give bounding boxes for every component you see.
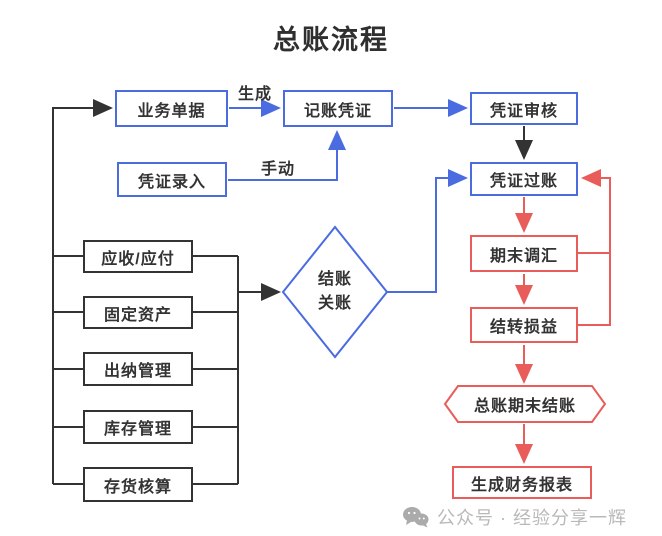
edge-modules-to-business-doc: [52, 99, 113, 484]
node-gl-period-end-label: 总账期末结账: [473, 398, 576, 415]
closing-decision-line2: 关账: [317, 295, 352, 312]
watermark: 公众号 · 经验分享一辉: [402, 504, 627, 530]
node-carryover-pl: 结转损益: [470, 307, 578, 343]
closing-decision-diamond: [281, 225, 389, 359]
node-closing-decision-label: 结账 关账: [295, 264, 375, 320]
edge-feedback-to-posting: [578, 169, 611, 326]
node-voucher-posting: 凭证过账: [470, 162, 578, 196]
node-business-doc: 业务单据: [115, 90, 228, 127]
node-fixed-assets: 固定资产: [83, 296, 193, 329]
node-inventory-management: 库存管理: [83, 410, 193, 444]
gl-period-end-hexagon: [443, 385, 607, 423]
edge-label-manual: 手动: [260, 161, 295, 178]
node-receivable-payable: 应收/应付: [83, 240, 193, 273]
node-generate-reports: 生成财务报表: [452, 466, 592, 499]
page-title: 总账流程: [273, 25, 389, 55]
wechat-icon: [403, 507, 429, 528]
node-cashier-management: 出纳管理: [83, 352, 193, 386]
node-voucher-review: 凭证审核: [470, 92, 578, 125]
node-voucher-entry: 凭证录入: [117, 162, 227, 197]
watermark-text: 公众号 · 经验分享一辉: [437, 508, 627, 528]
edge-entry-to-voucher-manual: [228, 130, 346, 181]
node-period-end-fx: 期末调汇: [470, 235, 578, 272]
node-bookkeeping-voucher: 记账凭证: [283, 90, 393, 127]
edge-closing-to-posting: [387, 169, 468, 293]
node-inventory-accounting: 存货核算: [83, 467, 193, 502]
edge-label-generate: 生成: [237, 86, 272, 103]
closing-decision-line1: 结账: [317, 271, 352, 288]
